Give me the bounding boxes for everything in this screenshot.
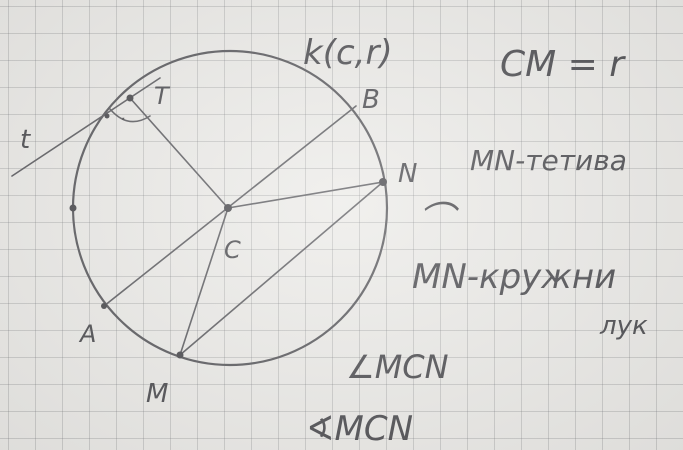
point-t <box>126 94 134 102</box>
right-angle-dot: . <box>121 104 127 125</box>
point-left <box>69 204 77 212</box>
tangent-label: t <box>20 125 31 155</box>
point-n <box>379 178 387 186</box>
radius-cm <box>179 207 229 356</box>
point-tick <box>104 113 110 119</box>
center-point <box>224 204 232 212</box>
radius-note: CM = r <box>500 44 626 85</box>
radius-cn <box>227 181 384 209</box>
point-a <box>101 303 107 309</box>
right-angle-mark <box>109 108 151 123</box>
point-m <box>176 351 184 359</box>
chord-mn <box>179 181 384 356</box>
point-a-label: A <box>78 320 96 348</box>
arc-note-cont: лук <box>599 311 648 341</box>
arc-symbol: ⌒ <box>418 200 459 241</box>
center-label: C <box>224 236 241 264</box>
tangent-point-label: T <box>154 82 171 110</box>
radius-ct <box>129 97 229 209</box>
circle-label: k(c,r) <box>303 33 393 73</box>
angle-note: ∠MCN <box>346 348 449 386</box>
chord-note: MN-тетива <box>470 144 627 177</box>
point-m-label: M <box>146 379 168 409</box>
arc-note: MN-кружни <box>412 257 616 297</box>
point-n-label: N <box>398 159 417 189</box>
tangent-line-t <box>11 77 161 177</box>
point-b-label: B <box>362 85 380 115</box>
angle-region-note: ∢MCN <box>306 409 413 449</box>
